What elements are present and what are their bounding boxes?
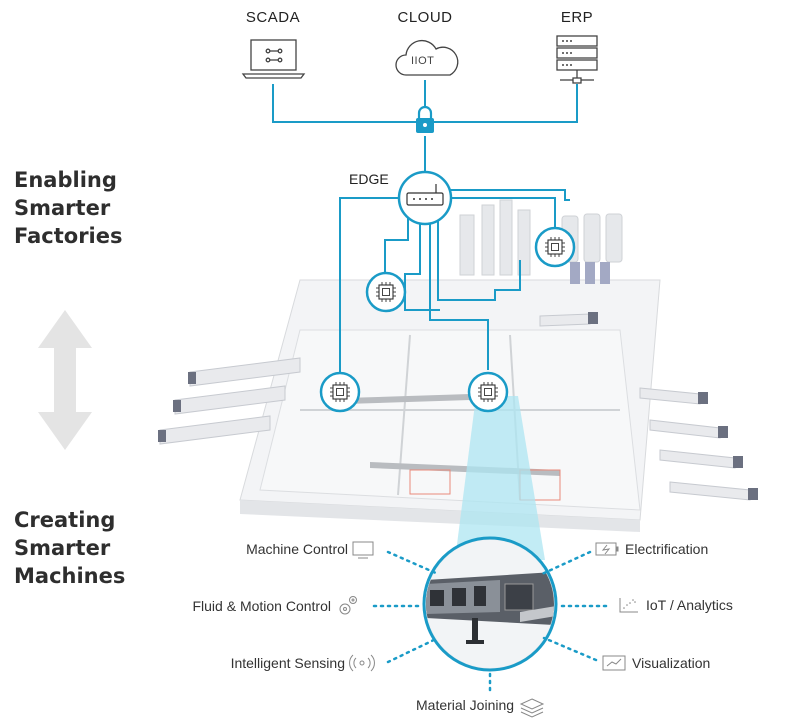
battery-bolt-icon (595, 542, 619, 556)
double-arrow-icon (38, 310, 92, 450)
cloud-label: CLOUD (397, 9, 453, 26)
processor-chip-icon (365, 271, 407, 313)
sensor-waves-icon (349, 654, 375, 672)
feature-machine-control: Machine Control (246, 541, 348, 557)
display-chart-icon (602, 655, 626, 671)
processor-chip-icon (534, 226, 576, 268)
heading-factories: Enabling Smarter Factories (14, 166, 123, 250)
heading-machines-line: Machines (14, 564, 126, 588)
heading-factories-line: Smarter (14, 196, 111, 220)
monitor-icon (352, 541, 374, 559)
factory-floor-illustration (158, 199, 758, 532)
heading-machines: Creating Smarter Machines (14, 506, 125, 590)
processor-chip-icon (319, 371, 361, 413)
feature-visualization: Visualization (632, 655, 711, 671)
iiot-label: IIOT (411, 55, 435, 67)
scada-label: SCADA (245, 9, 301, 26)
scatter-chart-icon (619, 598, 638, 613)
heading-machines-line: Smarter (14, 536, 111, 560)
edge-label: EDGE (349, 171, 389, 187)
heading-factories-line: Factories (14, 224, 123, 248)
machine-zoom-circle (422, 536, 558, 672)
laptop-icon (241, 39, 306, 79)
lock-icon (416, 105, 434, 133)
feature-material-joining: Material Joining (416, 697, 515, 713)
feature-iot-analytics: IoT / Analytics (646, 597, 733, 613)
processor-chip-icon (467, 371, 509, 413)
light-beam (455, 396, 545, 560)
feature-electrification: Electrification (625, 541, 709, 557)
edge-router-icon (397, 170, 453, 226)
heading-machines-line: Creating (14, 508, 116, 532)
layers-icon (519, 698, 545, 718)
server-icon (556, 35, 598, 84)
feature-intelligent-sensing: Intelligent Sensing (230, 655, 345, 671)
feature-fluid-motion-control: Fluid & Motion Control (192, 598, 331, 614)
feature-connectors (372, 550, 608, 692)
heading-factories-line: Enabling (14, 168, 117, 192)
cloud-icon (395, 40, 459, 76)
gears-icon (339, 596, 357, 615)
edge-network-lines (339, 189, 570, 382)
erp-label: ERP (560, 9, 594, 26)
